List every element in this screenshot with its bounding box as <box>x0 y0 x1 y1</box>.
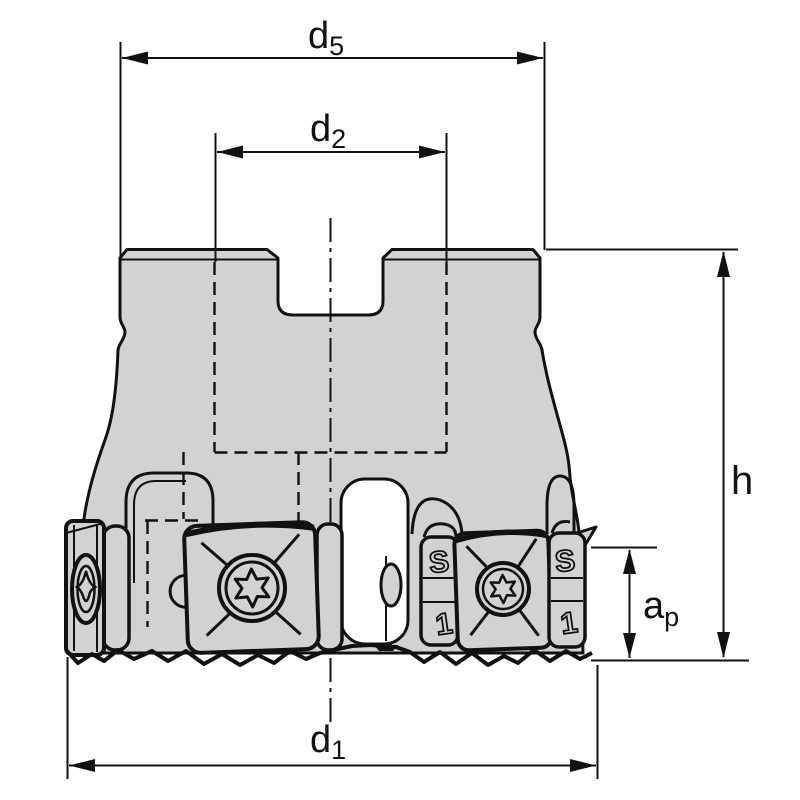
insert-marking-s: S <box>553 544 576 579</box>
d5-label: d5 <box>308 15 344 61</box>
d2-arrow-right-icon <box>419 145 445 159</box>
torx-side-icon <box>74 570 98 603</box>
d2-arrow-left-icon <box>217 145 243 159</box>
ap-label: ap <box>643 585 679 632</box>
insert-tangential-left: S 1 <box>419 522 460 647</box>
clamp-arc <box>422 522 458 538</box>
d5-extension-lines <box>119 42 546 260</box>
serrated-edge-line <box>64 643 593 667</box>
ap-arrow-bottom-icon <box>623 633 636 658</box>
dimension-ap: ap <box>591 546 749 662</box>
torx-socket-icon <box>489 573 517 605</box>
d1-extension-lines <box>66 657 599 779</box>
insert-marking-s: S <box>427 545 450 580</box>
body-webs <box>101 522 344 652</box>
h-label: h <box>731 459 753 503</box>
pocket-hidden-outline <box>145 452 300 627</box>
plate-dividers <box>551 577 583 602</box>
screw-head-ring <box>224 560 280 616</box>
bore-hidden-outline <box>213 262 448 454</box>
center-pocket-window <box>339 477 410 646</box>
bottom-cutting-edge <box>64 643 593 667</box>
cutting-edge-top <box>184 521 315 538</box>
insert-facet-spokes <box>200 533 302 637</box>
d5-arrow-left-icon <box>122 51 148 65</box>
insert-tangential-right: S 1 <box>547 520 598 649</box>
left-pocket-inner-line <box>133 480 186 583</box>
plate-dividers <box>423 577 456 603</box>
d5-arrow-right-icon <box>517 51 543 65</box>
insert-right-main <box>452 528 554 653</box>
insert-left-main <box>168 520 321 655</box>
dimension-d1: d1 <box>66 657 599 779</box>
d1-arrow-right-icon <box>570 759 596 772</box>
dimension-d2: d2 <box>214 108 448 262</box>
h-arrow-top-icon <box>717 251 730 277</box>
coolant-hole <box>379 562 403 608</box>
ap-arrow-top-icon <box>623 549 636 574</box>
d1-arrow-left-icon <box>69 759 95 772</box>
left-pocket-arch <box>124 471 215 583</box>
d1-label: d1 <box>310 719 346 765</box>
dimension-h: h <box>546 248 753 658</box>
right-pocket-arch <box>545 474 576 534</box>
insert-marking-1: 1 <box>559 606 580 641</box>
screw-head-ring <box>481 567 525 611</box>
clamp-arc <box>550 520 571 534</box>
pocket-bottom-notch <box>374 645 398 651</box>
insert-marking-1: 1 <box>434 607 455 642</box>
chip-pockets <box>124 471 576 646</box>
center-pocket-right-arch <box>410 497 464 535</box>
h-arrow-bottom-icon <box>717 632 730 658</box>
cutting-edge-top <box>454 529 548 544</box>
d2-label: d2 <box>310 108 346 154</box>
center-web-bar <box>315 522 344 652</box>
dimension-d5: d5 <box>119 15 546 260</box>
left-clamp-bar <box>101 524 131 652</box>
insert-left-edge-view <box>64 519 106 657</box>
d2-extension-lines <box>214 133 448 262</box>
torx-socket-icon <box>233 567 271 609</box>
tangential-plate <box>547 531 587 649</box>
insert-facet-spokes <box>465 537 540 637</box>
wiper-bump <box>168 573 187 609</box>
